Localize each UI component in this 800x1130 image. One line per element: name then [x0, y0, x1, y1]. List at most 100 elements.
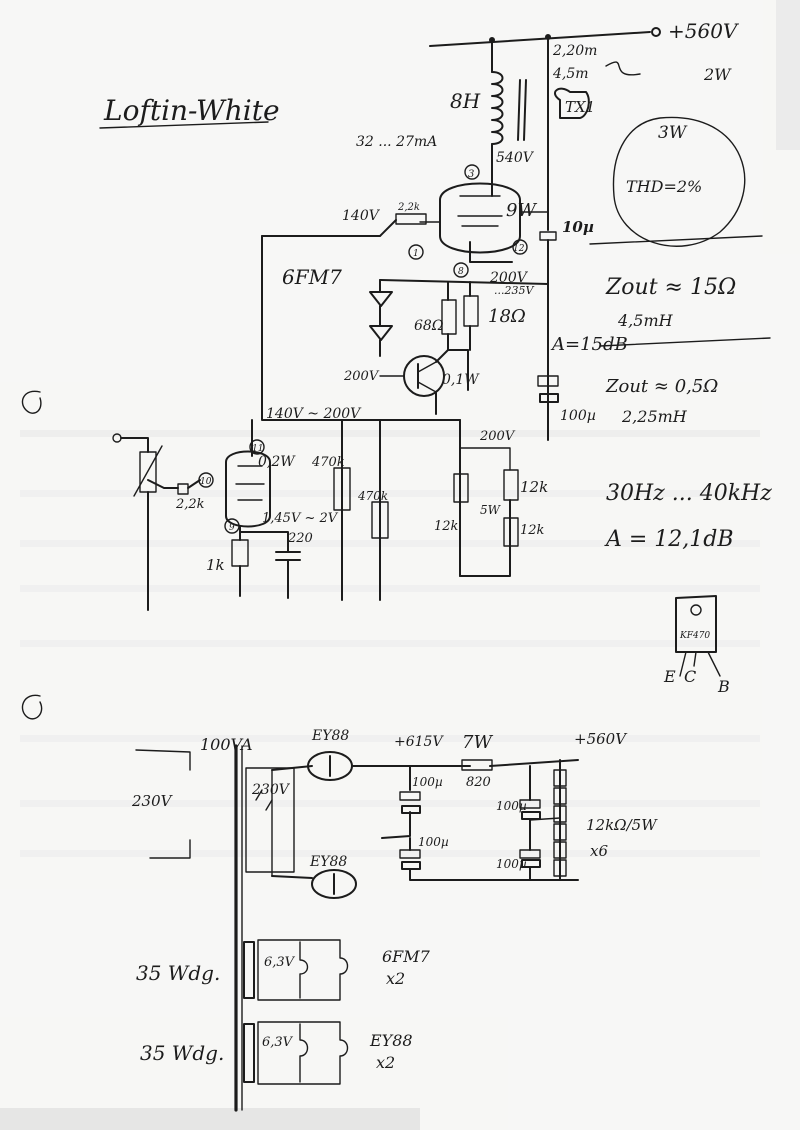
va100-label: 100VA — [200, 735, 253, 754]
bleed-network — [547, 36, 641, 231]
l45-label: 4,5mH — [617, 311, 674, 330]
r12k-c-label: 12k — [520, 523, 545, 538]
spec-notes — [589, 235, 771, 347]
r820-label: 820 — [466, 775, 491, 790]
tube-label: 6FM7 — [282, 265, 342, 289]
bleed-b-label: 4,5m — [552, 66, 589, 82]
pin10-label: 10 — [200, 477, 212, 487]
r68-label: 68Ω — [414, 318, 444, 334]
coupling-cap — [537, 375, 559, 403]
r22a-label: 2,2k — [397, 202, 420, 213]
pin8-label: 8 — [458, 267, 464, 277]
title: Loftin-White — [103, 94, 280, 127]
c100e-label: 100µ — [496, 857, 527, 871]
heater-winding-6fm7 — [243, 939, 349, 1001]
wdg2-label: 35 Wdg. — [140, 1041, 224, 1065]
c100a-label: 100µ — [560, 408, 596, 424]
plate-resistors — [333, 467, 389, 539]
p5w-label: 5W — [480, 503, 502, 517]
r12k-label: 12k — [520, 478, 548, 496]
r12k5w-label: 12kΩ/5W — [586, 816, 658, 834]
ccs-load-resistors — [453, 469, 519, 577]
ey88c-label: EY88 — [369, 1031, 413, 1050]
pin9-label: 9 — [229, 523, 235, 533]
bleed-res-label: 2W — [703, 65, 732, 84]
grid-stopper-resistor — [261, 213, 427, 237]
rectifier-top — [307, 751, 411, 781]
output-cap — [539, 231, 557, 441]
x2b-label: x2 — [376, 1053, 395, 1072]
l225-label: 2,25mH — [621, 407, 688, 426]
c220-label: 220 — [287, 531, 313, 546]
zout2-label: Zout ≈ 0,5Ω — [605, 376, 718, 397]
c100d-label: 100µ — [496, 799, 527, 813]
tx1-label: TX1 — [565, 98, 595, 116]
choke-inductor — [491, 39, 527, 171]
driver-tube — [225, 419, 271, 528]
pin11-label: 11 — [252, 444, 263, 454]
v230-label: 230V — [131, 792, 174, 810]
v63a-label: 6,3V — [264, 955, 296, 970]
r470k-label: 470k — [311, 455, 345, 470]
c100c-label: 100µ — [418, 835, 449, 849]
v540-label: 540V — [496, 150, 535, 166]
trans-label: KF470 — [679, 631, 710, 641]
pin1-label: 1 — [413, 249, 419, 259]
v63b-label: 6,3V — [262, 1035, 294, 1050]
pin12-label: 12 — [513, 244, 525, 254]
a15-label: A=15dB — [550, 334, 628, 355]
freq-label: 30Hz ... 40kHz — [606, 481, 772, 506]
p01-label: 0,1W — [442, 372, 480, 388]
v140-label: 140V — [342, 208, 381, 224]
v200c-label: 200V — [479, 429, 516, 444]
gfm7b-label: 6FM7 — [382, 947, 431, 966]
ey88b-label: EY88 — [309, 854, 347, 870]
thd-label: THD=2% — [626, 177, 702, 196]
ccs-transistor — [379, 349, 469, 415]
v230-2-label: 230V — [251, 782, 291, 798]
title-underline — [99, 121, 269, 129]
p3w-label: 3W — [658, 123, 688, 143]
heater-winding-ey88 — [243, 1021, 349, 1085]
v145-label: 1,45V ~ 2V — [262, 511, 339, 526]
pin-b-label: B — [717, 677, 730, 696]
pin3-label: 3 — [468, 169, 474, 180]
mains-transformer — [135, 744, 313, 1112]
pin-c-label: C — [684, 667, 696, 686]
zout1-label: Zout ≈ 15Ω — [605, 275, 736, 300]
r12k-b-label: 12k — [434, 519, 459, 534]
cap10-label: 10µ — [562, 218, 594, 236]
r1k-label: 1k — [206, 556, 225, 574]
v235-label: ...235V — [494, 284, 534, 297]
ey88a-label: EY88 — [311, 728, 349, 744]
output-tube — [419, 169, 549, 263]
a12-label: A = 12,1dB — [604, 527, 734, 552]
r22b-label: 2,2k — [175, 497, 205, 512]
r18-label: 18Ω — [488, 306, 526, 327]
p7w-label: 7W — [462, 732, 493, 753]
bleed-a-label: 2,20m — [552, 43, 597, 59]
cathode-network — [369, 279, 549, 391]
choke-i-label: 32 ... 27mA — [356, 134, 437, 150]
p02-label: 0,2W — [258, 454, 296, 470]
input-network — [112, 433, 201, 611]
filter-chain — [381, 759, 579, 881]
transistor-pinout — [675, 595, 721, 677]
x6-label: x6 — [590, 842, 608, 860]
supply-mid-label: +615V — [394, 734, 444, 750]
rectifier-bottom — [311, 869, 357, 899]
supply-top-label: +560V — [668, 19, 740, 43]
c100b-label: 100µ — [412, 775, 443, 789]
choke-l-label: 8H — [450, 89, 481, 113]
supply-out-label: +560V — [574, 730, 628, 748]
p9w-label: 9W — [506, 200, 537, 221]
pin-e-label: E — [663, 667, 676, 686]
wdg1-label: 35 Wdg. — [136, 961, 220, 985]
v140-200-label: 140V ~ 200V — [266, 406, 362, 422]
r470-label: 470k — [357, 489, 388, 503]
x2a-label: x2 — [386, 969, 405, 988]
driver-cathode — [231, 525, 301, 599]
v200b-label: 200V — [343, 369, 380, 384]
